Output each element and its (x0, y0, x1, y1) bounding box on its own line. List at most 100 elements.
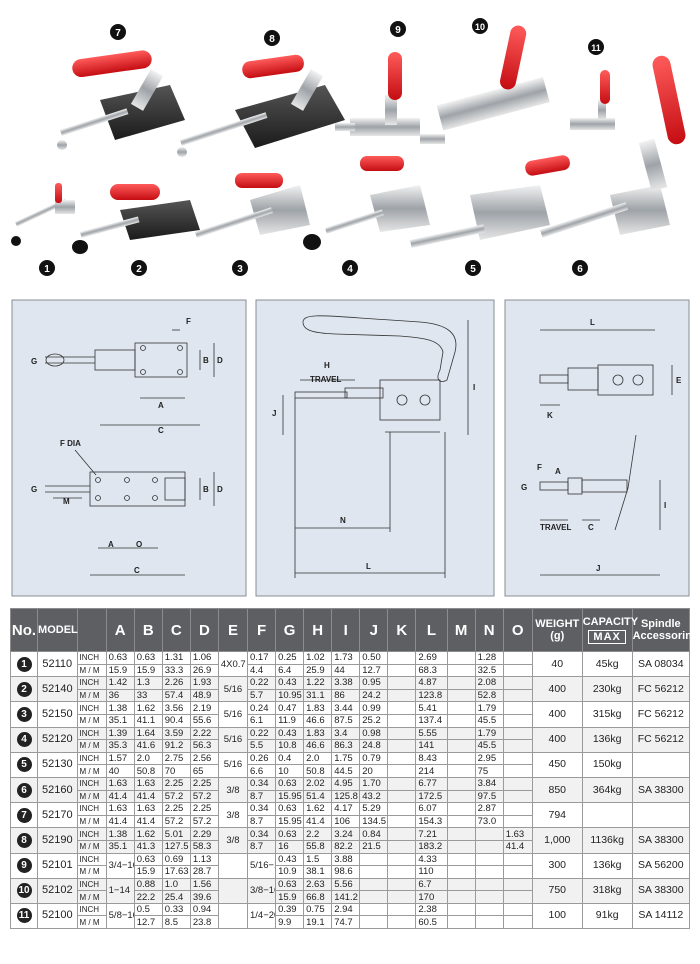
dim-cell (387, 726, 417, 741)
dim-cell-e (217, 852, 249, 879)
dim-cell: 46.6 (303, 713, 333, 728)
table-row: 952101INCH3/4−160.630.691.135/16−180.431… (9, 852, 691, 879)
dim-cell (446, 751, 476, 766)
dim-cell: 1.79 (474, 701, 504, 715)
row-number-badge: 7 (9, 802, 39, 829)
dim-cell: 3.88 (331, 852, 361, 867)
weight-cell: 400 (531, 726, 583, 753)
dim-cell: 2.95 (474, 751, 504, 766)
dim-cell: 17.63 (161, 865, 191, 879)
row-number-badge: 1 (9, 650, 39, 678)
dim-cell (359, 877, 389, 892)
dim-cell: 2.25 (189, 802, 219, 816)
weight-cell: 850 (531, 776, 583, 804)
dim-cell (502, 902, 533, 917)
dim-cell: 2.38 (415, 902, 448, 917)
header-col-e: E (217, 608, 249, 652)
dim-cell: 0.47 (275, 701, 305, 715)
svg-text:I: I (473, 383, 475, 392)
dim-cell (474, 890, 504, 904)
dim-cell: 3.24 (331, 827, 361, 841)
dim-cell: 21.5 (359, 839, 389, 854)
dim-cell: 25.2 (359, 713, 389, 728)
dim-cell: 0.63 (133, 651, 163, 665)
dim-cell: 33 (133, 688, 163, 703)
unit-label: INCH (76, 802, 107, 816)
model-cell: 52170 (37, 802, 78, 829)
svg-text:4: 4 (347, 264, 353, 275)
badge-3: 3 (232, 260, 248, 276)
dim-cell: 4.33 (415, 852, 448, 867)
dim-cell: 2.22 (189, 726, 219, 741)
dim-cell: 15.9 (105, 663, 135, 678)
row-number-icon: 11 (16, 908, 32, 924)
dim-cell (446, 814, 476, 829)
svg-text:1: 1 (44, 264, 50, 275)
dim-cell: 20 (359, 764, 389, 778)
dim-cell: 0.17 (246, 651, 277, 665)
dim-cell (474, 877, 504, 892)
dim-cell: 172.5 (415, 789, 448, 804)
dim-cell: 41.4 (502, 839, 533, 854)
dim-cell: 1.57 (105, 751, 135, 766)
unit-label: M / M (76, 789, 107, 804)
dim-cell: 24.2 (359, 688, 389, 703)
dim-cell-e (217, 902, 249, 930)
dim-cell-d: 39.6 (189, 890, 219, 904)
dim-cell (387, 839, 417, 854)
dim-cell: 45.5 (474, 739, 504, 753)
spindle-cell (631, 802, 691, 829)
dim-cell (446, 726, 476, 741)
dim-cell: 2.25 (161, 802, 191, 816)
dim-cell (446, 688, 476, 703)
dim-cell: 8.43 (415, 751, 448, 766)
svg-text:I: I (664, 501, 666, 510)
row-number-badge: 2 (9, 676, 39, 703)
dim-cell: 0.50 (359, 651, 389, 665)
dim-cell: 73.0 (474, 814, 504, 829)
dim-cell: 57.2 (189, 789, 219, 804)
capacity-cell: 1136kg (581, 827, 633, 854)
dim-cell: 0.33 (161, 902, 191, 917)
dim-cell: 0.75 (303, 902, 333, 917)
svg-text:J: J (596, 564, 600, 573)
dim-cell-e: 3/8 (217, 776, 249, 804)
dim-cell: 137.4 (415, 713, 448, 728)
dim-cell (387, 764, 417, 778)
dim-cell: 2.25 (161, 776, 191, 791)
dim-cell-f: 3/8−16 (246, 877, 277, 904)
spindle-cell: SA 38300 (631, 877, 691, 904)
dim-cell: 0.34 (246, 776, 277, 791)
dim-cell (474, 865, 504, 879)
dim-cell: 0.98 (359, 726, 389, 741)
dim-cell: 41.6 (133, 739, 163, 753)
dim-cell-f: 1/4−20 (246, 902, 277, 930)
dim-cell: 2.26 (161, 676, 191, 690)
dim-cell: 57.2 (189, 814, 219, 829)
dim-cell: 1.63 (105, 802, 135, 816)
spec-table-wrapper: No. MODEL A B C D E F G H I J K L M N O … (9, 608, 699, 930)
model-cell: 52130 (37, 751, 78, 778)
dim-cell: 0.63 (105, 651, 135, 665)
dim-cell: 5.01 (161, 827, 191, 841)
product-photo-11 (570, 70, 615, 130)
dim-cell: 35.1 (105, 839, 135, 854)
dim-cell: 3.44 (331, 701, 361, 715)
header-col-h: H (303, 608, 333, 652)
dim-cell (446, 839, 476, 854)
dim-cell-d: 1.13 (189, 852, 219, 867)
unit-label: M / M (76, 814, 107, 829)
dim-cell: 141 (415, 739, 448, 753)
dim-cell: 10.9 (275, 865, 305, 879)
dim-cell-e: 3/8 (217, 802, 249, 829)
dim-cell (446, 764, 476, 778)
dim-cell (502, 802, 533, 816)
dim-cell: 1.39 (105, 726, 135, 741)
dim-cell: 2.63 (303, 877, 333, 892)
row-number-icon: 1 (16, 656, 32, 672)
